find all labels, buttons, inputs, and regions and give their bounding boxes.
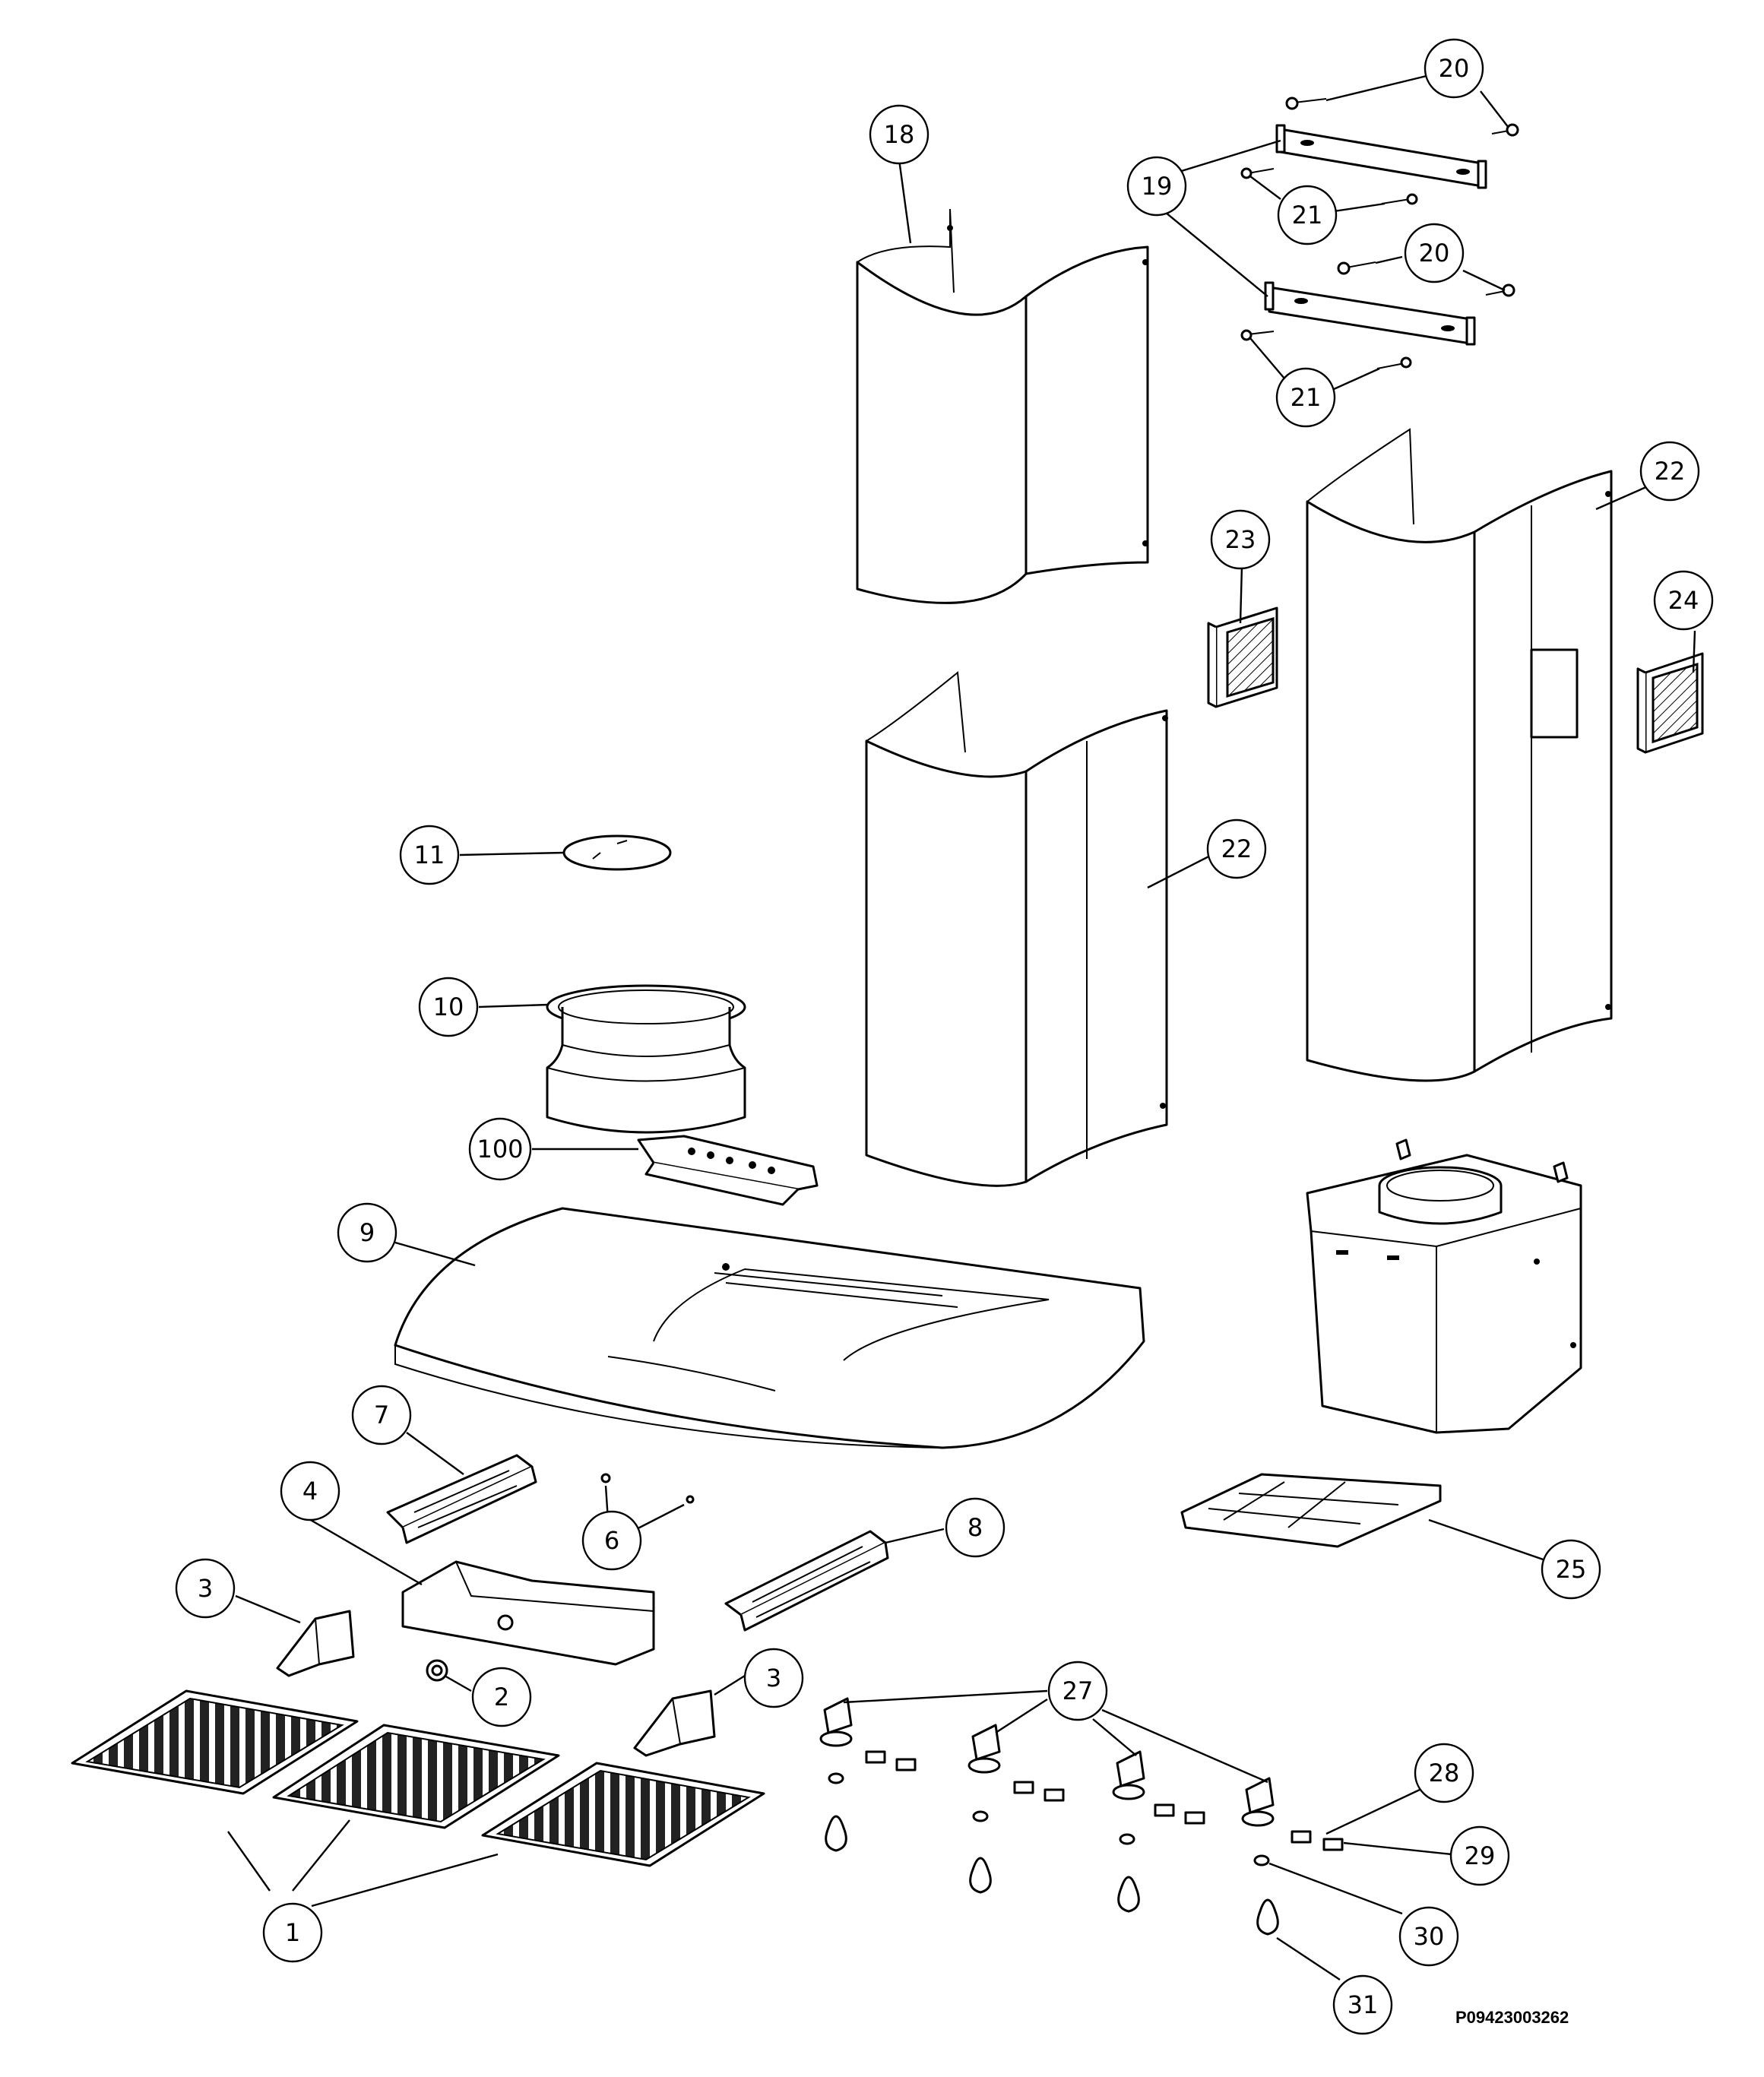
callout-8-label: 8: [968, 1513, 983, 1542]
connectors-28-29: [865, 1750, 1344, 1851]
callout-9-label: 9: [359, 1218, 375, 1247]
part-7-rail: [386, 1454, 537, 1544]
part-19-brackets: [1264, 124, 1487, 346]
callout-29: 29: [1449, 1825, 1510, 1886]
callout-22-center: 22: [1206, 818, 1267, 879]
callout-25-label: 25: [1556, 1555, 1587, 1584]
callout-23: 23: [1210, 509, 1271, 570]
leader-lines: [227, 73, 1696, 1981]
callout-11: 11: [399, 825, 460, 885]
callout-21-top: 21: [1277, 185, 1338, 245]
part-22-lower-chimney-center: [865, 671, 1168, 1187]
part-24-filter: [1636, 652, 1704, 754]
callout-31-label: 31: [1348, 1990, 1379, 2019]
part-1-grease-filters: [71, 1689, 765, 1867]
callout-25: 25: [1541, 1539, 1601, 1600]
lamp-rings-30: [828, 1772, 1270, 1866]
callout-4: 4: [280, 1461, 340, 1521]
callout-20-top: 20: [1424, 38, 1484, 99]
callout-27: 27: [1047, 1661, 1108, 1721]
part-25-filter-tray: [1180, 1473, 1442, 1548]
callout-1-label: 1: [285, 1918, 300, 1947]
part-2-nut: [426, 1659, 448, 1682]
callout-30: 30: [1398, 1906, 1459, 1967]
callout-24: 24: [1653, 570, 1714, 631]
callout-21-top-label: 21: [1292, 201, 1323, 230]
callout-10: 10: [418, 977, 479, 1037]
callout-100-label: 100: [477, 1135, 523, 1164]
callout-27-label: 27: [1063, 1676, 1094, 1705]
part-6-screws: [600, 1473, 695, 1504]
callout-6-label: 6: [604, 1526, 619, 1555]
callout-7-label: 7: [374, 1401, 389, 1430]
callout-11-label: 11: [414, 841, 445, 869]
callout-3-right: 3: [743, 1648, 804, 1708]
callout-18-label: 18: [884, 120, 915, 149]
callout-19: 19: [1126, 156, 1187, 217]
callout-22-right: 22: [1639, 441, 1700, 502]
part-22-tall-chimney-right: [1306, 428, 1613, 1082]
part-3-clip-right: [633, 1689, 716, 1757]
callout-4-label: 4: [302, 1477, 318, 1506]
reference-code: P09423003262: [1455, 2008, 1569, 2027]
callout-20-mid-label: 20: [1419, 239, 1450, 268]
part-8-rail: [724, 1530, 889, 1632]
screws-20-21: [1240, 97, 1519, 369]
part-18-upper-chimney: [856, 208, 1149, 604]
callout-23-label: 23: [1225, 525, 1256, 554]
callout-22-right-label: 22: [1655, 457, 1686, 486]
callout-7: 7: [351, 1385, 412, 1445]
callout-28-label: 28: [1429, 1759, 1460, 1787]
callout-2: 2: [471, 1667, 532, 1727]
part-23-filter: [1207, 606, 1278, 708]
callout-20-top-label: 20: [1439, 54, 1470, 83]
callout-100: 100: [468, 1117, 532, 1181]
callout-30-label: 30: [1414, 1922, 1445, 1951]
part-10-collar: [546, 984, 746, 1134]
callout-28: 28: [1414, 1743, 1474, 1803]
callout-21-bottom: 21: [1275, 367, 1336, 428]
part-9-hood-canopy: [394, 1207, 1145, 1449]
motor-housing: [1306, 1138, 1582, 1434]
part-4-bracket-plate: [401, 1560, 655, 1666]
callout-24-label: 24: [1668, 586, 1699, 615]
callout-1: 1: [262, 1902, 323, 1963]
callout-21-bottom-label: 21: [1291, 383, 1322, 412]
part-100-control-panel: [637, 1135, 819, 1206]
part-11-disc: [562, 834, 672, 871]
bulbs-31: [825, 1815, 1279, 1936]
callout-3-left-label: 3: [198, 1574, 213, 1603]
callout-31: 31: [1332, 1974, 1393, 2035]
callout-18: 18: [869, 104, 930, 165]
callout-29-label: 29: [1465, 1841, 1496, 1870]
callout-19-label: 19: [1142, 172, 1173, 201]
callout-6: 6: [581, 1510, 642, 1571]
callout-10-label: 10: [433, 993, 464, 1021]
callout-8: 8: [945, 1497, 1006, 1558]
callout-22-center-label: 22: [1221, 834, 1253, 863]
callout-9: 9: [337, 1202, 397, 1263]
callout-3-left: 3: [175, 1558, 236, 1619]
part-3-clip-left: [276, 1610, 355, 1677]
callout-20-mid: 20: [1404, 223, 1465, 283]
lamp-holders-27: [819, 1697, 1275, 1827]
callout-2-label: 2: [494, 1683, 509, 1711]
callout-3-right-label: 3: [766, 1664, 781, 1692]
